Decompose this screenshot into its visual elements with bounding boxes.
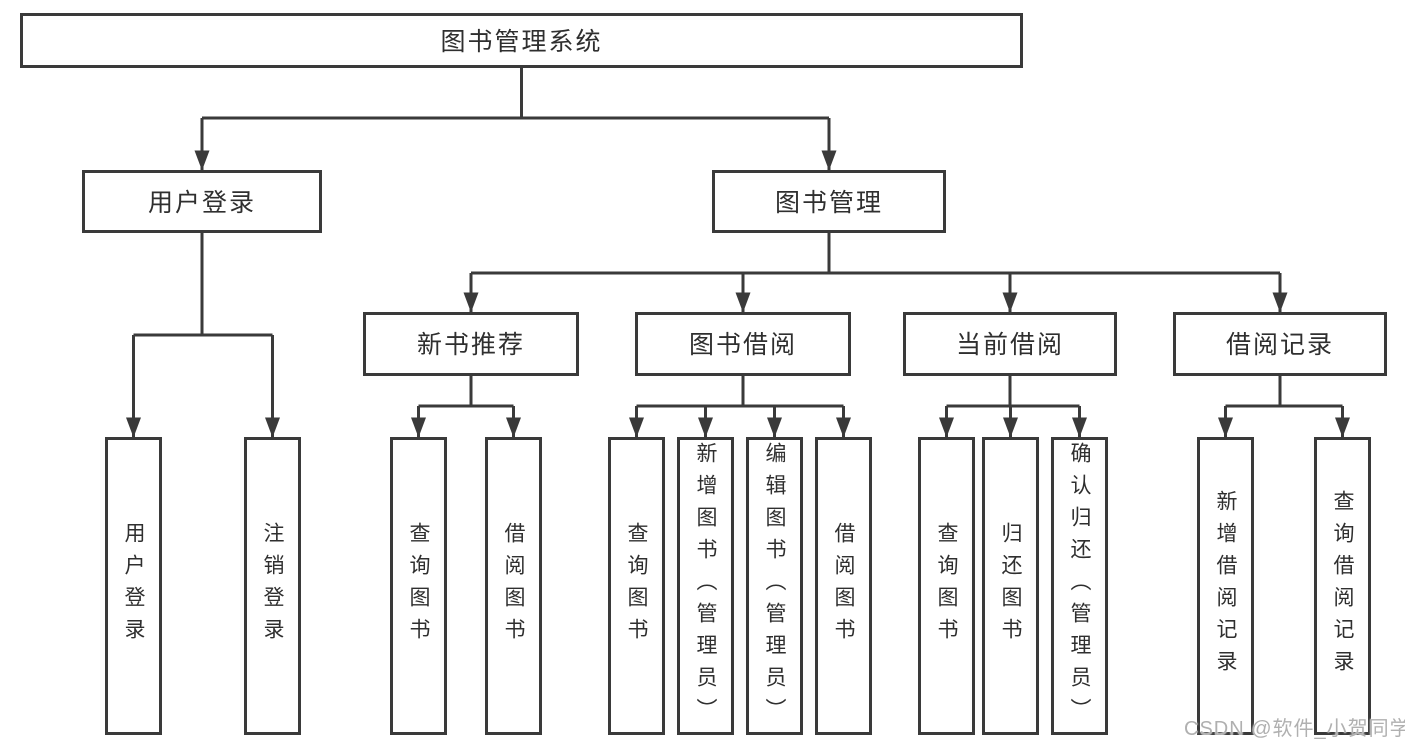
leaf-edit-books-admin-box: 编辑图书（管理员） xyxy=(746,437,803,735)
leaf-user-login-box: 用户登录 xyxy=(105,437,162,735)
leaf-query-books-1-label: 查询图书 xyxy=(407,522,431,650)
leaf-add-borrow-record-label: 新增借阅记录 xyxy=(1214,490,1238,682)
current-borrowing-box: 当前借阅 xyxy=(903,312,1117,376)
new-book-recommend-box: 新书推荐 xyxy=(363,312,579,376)
leaf-query-books-2-box: 查询图书 xyxy=(608,437,665,735)
leaf-return-books-label: 归还图书 xyxy=(999,522,1023,650)
borrowing-records-box: 借阅记录 xyxy=(1173,312,1387,376)
leaf-logout-label: 注销登录 xyxy=(261,522,285,650)
system-root-box: 图书管理系统 xyxy=(20,13,1023,68)
leaf-confirm-return-admin-label: 确认归还（管理员） xyxy=(1068,442,1092,730)
connector-book-borrow-split xyxy=(636,376,844,408)
leaf-logout-box: 注销登录 xyxy=(244,437,301,735)
system-root-label: 图书管理系统 xyxy=(440,27,603,56)
user-login-label: 用户登录 xyxy=(147,188,256,217)
book-borrowing-label: 图书借阅 xyxy=(688,331,797,359)
leaf-add-books-admin-label: 新增图书（管理员） xyxy=(694,442,718,730)
new-book-recommend-label: 新书推荐 xyxy=(416,331,525,359)
leaf-query-books-1-box: 查询图书 xyxy=(390,437,447,735)
leaf-query-borrow-record-box: 查询借阅记录 xyxy=(1314,437,1371,735)
leaf-borrow-books-2-label: 借阅图书 xyxy=(832,522,856,650)
leaf-user-login-label: 用户登录 xyxy=(122,522,146,650)
user-login-box: 用户登录 xyxy=(82,170,322,233)
leaf-return-books-box: 归还图书 xyxy=(982,437,1039,735)
leaf-query-books-3-box: 查询图书 xyxy=(918,437,975,735)
connector-user-login-split xyxy=(133,233,273,337)
leaf-add-borrow-record-box: 新增借阅记录 xyxy=(1197,437,1254,735)
watermark: CSDN @软件_小贺同学 xyxy=(1184,718,1405,740)
connector-root-split xyxy=(202,68,829,120)
connector-book-mgmt-split xyxy=(471,233,1280,275)
leaf-borrow-books-1-box: 借阅图书 xyxy=(485,437,542,735)
leaf-add-books-admin-box: 新增图书（管理员） xyxy=(677,437,734,735)
connector-current-borrow-split xyxy=(946,376,1080,408)
leaf-query-books-2-label: 查询图书 xyxy=(625,522,649,650)
leaf-query-borrow-record-label: 查询借阅记录 xyxy=(1331,490,1355,682)
book-management-box: 图书管理 xyxy=(712,170,946,233)
leaf-borrow-books-1-label: 借阅图书 xyxy=(502,522,526,650)
current-borrowing-label: 当前借阅 xyxy=(955,331,1064,359)
leaf-query-books-3-label: 查询图书 xyxy=(935,522,959,650)
leaf-borrow-books-2-box: 借阅图书 xyxy=(815,437,872,735)
borrowing-records-label: 借阅记录 xyxy=(1225,331,1334,359)
leaf-confirm-return-admin-box: 确认归还（管理员） xyxy=(1051,437,1108,735)
leaf-edit-books-admin-label: 编辑图书（管理员） xyxy=(763,442,787,730)
book-borrowing-box: 图书借阅 xyxy=(635,312,851,376)
book-management-label: 图书管理 xyxy=(774,188,883,217)
connector-borrow-record-split xyxy=(1225,376,1343,408)
connector-new-book-split xyxy=(418,376,514,408)
